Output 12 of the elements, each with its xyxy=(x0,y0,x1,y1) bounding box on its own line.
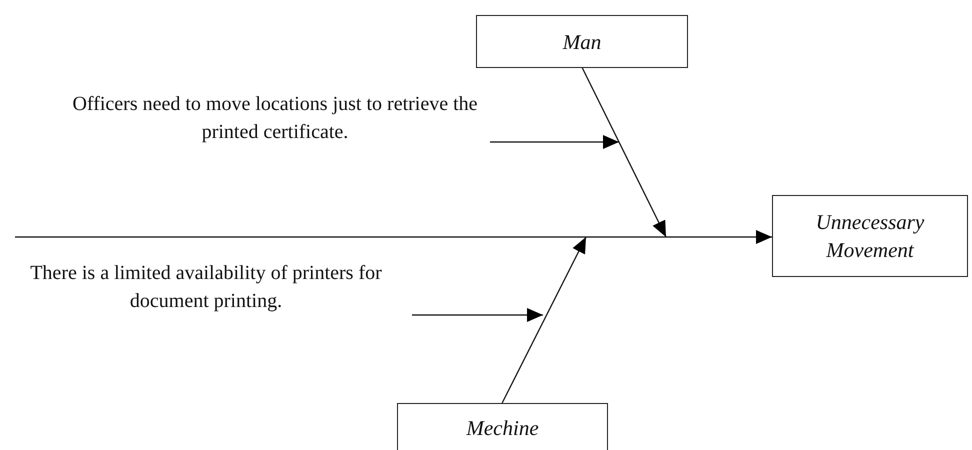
spine-arrow xyxy=(15,230,772,244)
cause-text: There is a limited availability of printers for document printing. xyxy=(29,261,383,314)
category-box xyxy=(476,15,688,68)
arrow xyxy=(412,308,543,322)
box-label: Mechine xyxy=(465,415,540,442)
arrow xyxy=(490,135,619,149)
arrow xyxy=(502,236,587,404)
arrow xyxy=(582,68,667,238)
box-label: Unnecessary Movement xyxy=(814,209,926,264)
box-label: Man xyxy=(562,28,602,56)
category-box xyxy=(772,195,968,277)
cause-text: Officers need to move locations just to retrieve the printed certificate. xyxy=(71,92,479,145)
